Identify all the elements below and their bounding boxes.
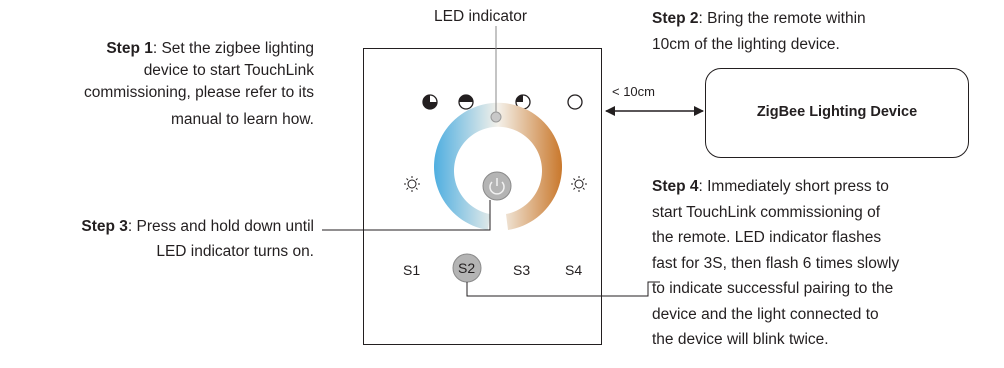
step-2-text: Step 2: Bring the remote within 10cm of … (652, 8, 866, 56)
step-1-line: manual to learn how. (170, 111, 314, 128)
step-3-text: Step 3: Press and hold down until LED in… (0, 216, 314, 263)
zigbee-lighting-device: ZigBee Lighting Device (705, 68, 969, 158)
scene-button-s2-label: S2 (458, 260, 476, 276)
led-indicator-label: LED indicator (434, 8, 528, 25)
power-button[interactable] (482, 171, 512, 201)
step-3-title: Step 3 (81, 218, 128, 235)
color-temperature-wheel[interactable] (434, 102, 562, 230)
step-4-line: : Immediately short press to (698, 178, 889, 195)
scene-button-s1[interactable]: S1 (403, 262, 421, 278)
step-3-line: LED indicator turns on. (156, 243, 314, 260)
color-temp-empty-icon[interactable] (567, 94, 583, 110)
step-1-title: Step 1 (106, 40, 153, 57)
step-3-leader (322, 200, 491, 231)
step-4-title: Step 4 (652, 178, 699, 195)
sun-bright-icon[interactable] (571, 176, 587, 192)
sun-dim-icon[interactable] (404, 176, 420, 192)
step-4-line: start TouchLink commissioning of (652, 203, 881, 221)
step-1-text: Step 1: Set the zigbee lighting device t… (0, 38, 314, 131)
step-4-line: to indicate successful pairing to the (652, 280, 894, 297)
step-2-line: : Bring the remote within (698, 10, 866, 27)
step-3-line: : Press and hold down until (127, 218, 314, 235)
step-1-line: device to start TouchLink (143, 62, 314, 79)
distance-label: < 10cm (612, 84, 655, 99)
step-1-line: commissioning, please refer to its (83, 84, 314, 101)
color-temp-quarter-icon[interactable] (422, 94, 438, 110)
scene-button-s4[interactable]: S4 (565, 262, 583, 278)
step-4-line: the device will blink twice. (652, 331, 829, 348)
color-temp-half-icon[interactable] (423, 94, 474, 110)
step-4-line: the remote. LED indicator flashes (652, 229, 882, 246)
step-4-text: Step 4: Immediately short press to start… (652, 174, 899, 353)
power-icon (489, 181, 505, 195)
step-2-line: 10cm of the lighting device. (652, 36, 840, 53)
scene-button-s3[interactable]: S3 (513, 262, 531, 278)
device-label: ZigBee Lighting Device (756, 104, 918, 120)
step-4-line: fast for 3S, then flash 6 times slowly (652, 254, 900, 272)
led-indicator-dot (490, 111, 502, 123)
step-4-line: device and the light connected to (652, 305, 879, 323)
step-2-title: Step 2 (652, 10, 699, 27)
step-4-leader (466, 281, 660, 297)
step-1-line: : Set the zigbee lighting (152, 40, 314, 57)
